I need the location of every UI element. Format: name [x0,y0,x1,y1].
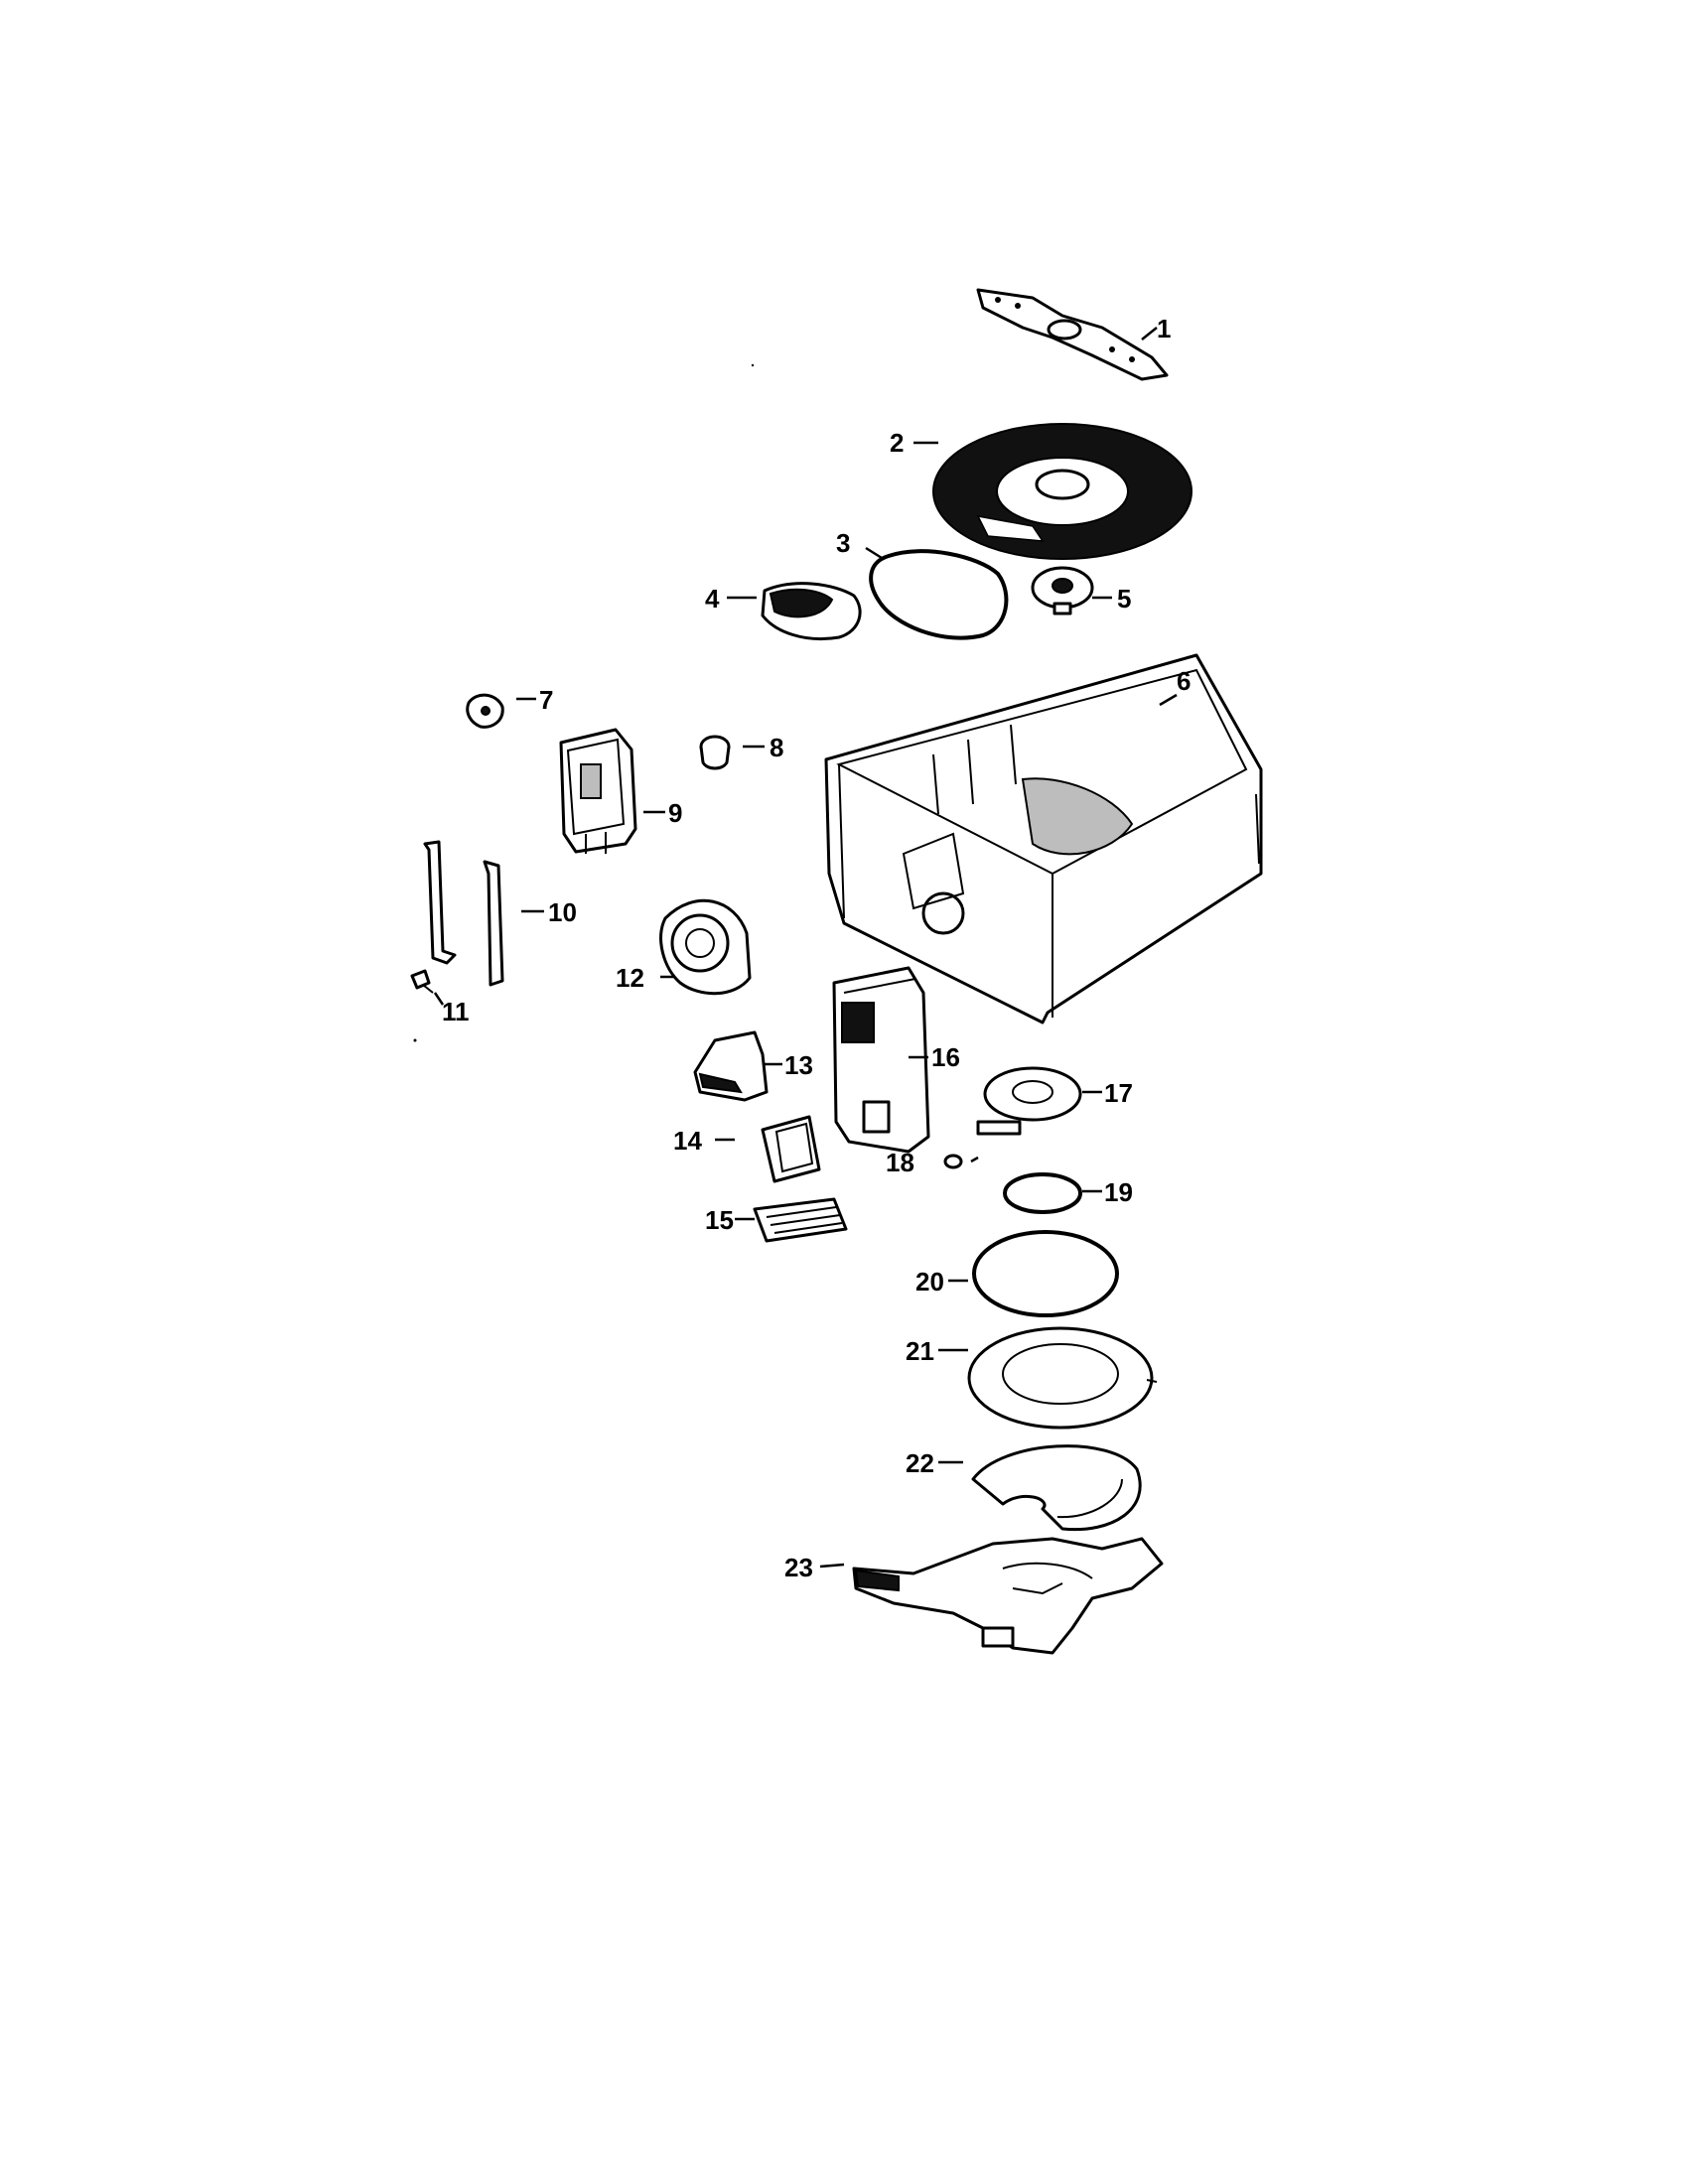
scan-dot [751,363,755,367]
part-1-spray-arm [976,288,1169,381]
label-11: 11 [442,997,470,1026]
label-17: 17 [1104,1078,1133,1108]
part-4-filter-basket [761,582,862,641]
label-20: 20 [915,1267,944,1297]
part-2-filter-plate [932,423,1193,560]
part-15-grille [753,1197,848,1243]
part-14-bracket [761,1115,821,1183]
part-11-screw [410,969,434,994]
part-6-tub-base [824,653,1263,1024]
label-2: 2 [890,428,904,458]
label-13: 13 [784,1050,813,1080]
part-18-small-oring [943,1154,963,1169]
part-13-vent-duct [693,1030,769,1102]
part-8-cap [699,735,731,770]
label-6: 6 [1177,666,1191,696]
part-23-base-harness [852,1537,1164,1655]
label-15: 15 [705,1205,734,1235]
callout-lines [433,327,1178,1569]
part-19-ring [1003,1172,1082,1214]
label-16: 16 [931,1042,960,1072]
label-12: 12 [616,963,644,993]
label-4: 4 [705,584,720,614]
label-19: 19 [1104,1177,1133,1207]
part-9-dispenser [559,728,637,854]
part-7-sensor [466,693,504,729]
label-1: 1 [1157,314,1171,343]
part-5-chopper [1031,566,1094,615]
label-5: 5 [1117,584,1131,614]
label-14: 14 [673,1126,702,1156]
label-22: 22 [906,1448,934,1478]
part-22-heater-shield [971,1444,1142,1532]
label-10: 10 [548,897,577,927]
part-16-control-board [832,966,930,1154]
label-21: 21 [906,1336,934,1366]
label-18: 18 [886,1148,914,1177]
label-23: 23 [784,1553,813,1582]
label-3: 3 [836,528,850,558]
label-7: 7 [539,685,553,715]
part-21-sump-cover [967,1326,1158,1430]
part-10-rails [423,840,504,987]
part-20-large-ring [972,1230,1119,1317]
part-12-blower [659,898,752,996]
scan-dot [413,1038,417,1042]
callout-numbers: 1 2 3 4 5 6 7 8 9 10 11 12 13 14 15 16 1… [442,314,1191,1582]
label-8: 8 [770,733,783,762]
label-9: 9 [668,798,682,828]
part-3-gasket [869,549,1009,640]
part-17-pump-impeller [976,1066,1082,1136]
